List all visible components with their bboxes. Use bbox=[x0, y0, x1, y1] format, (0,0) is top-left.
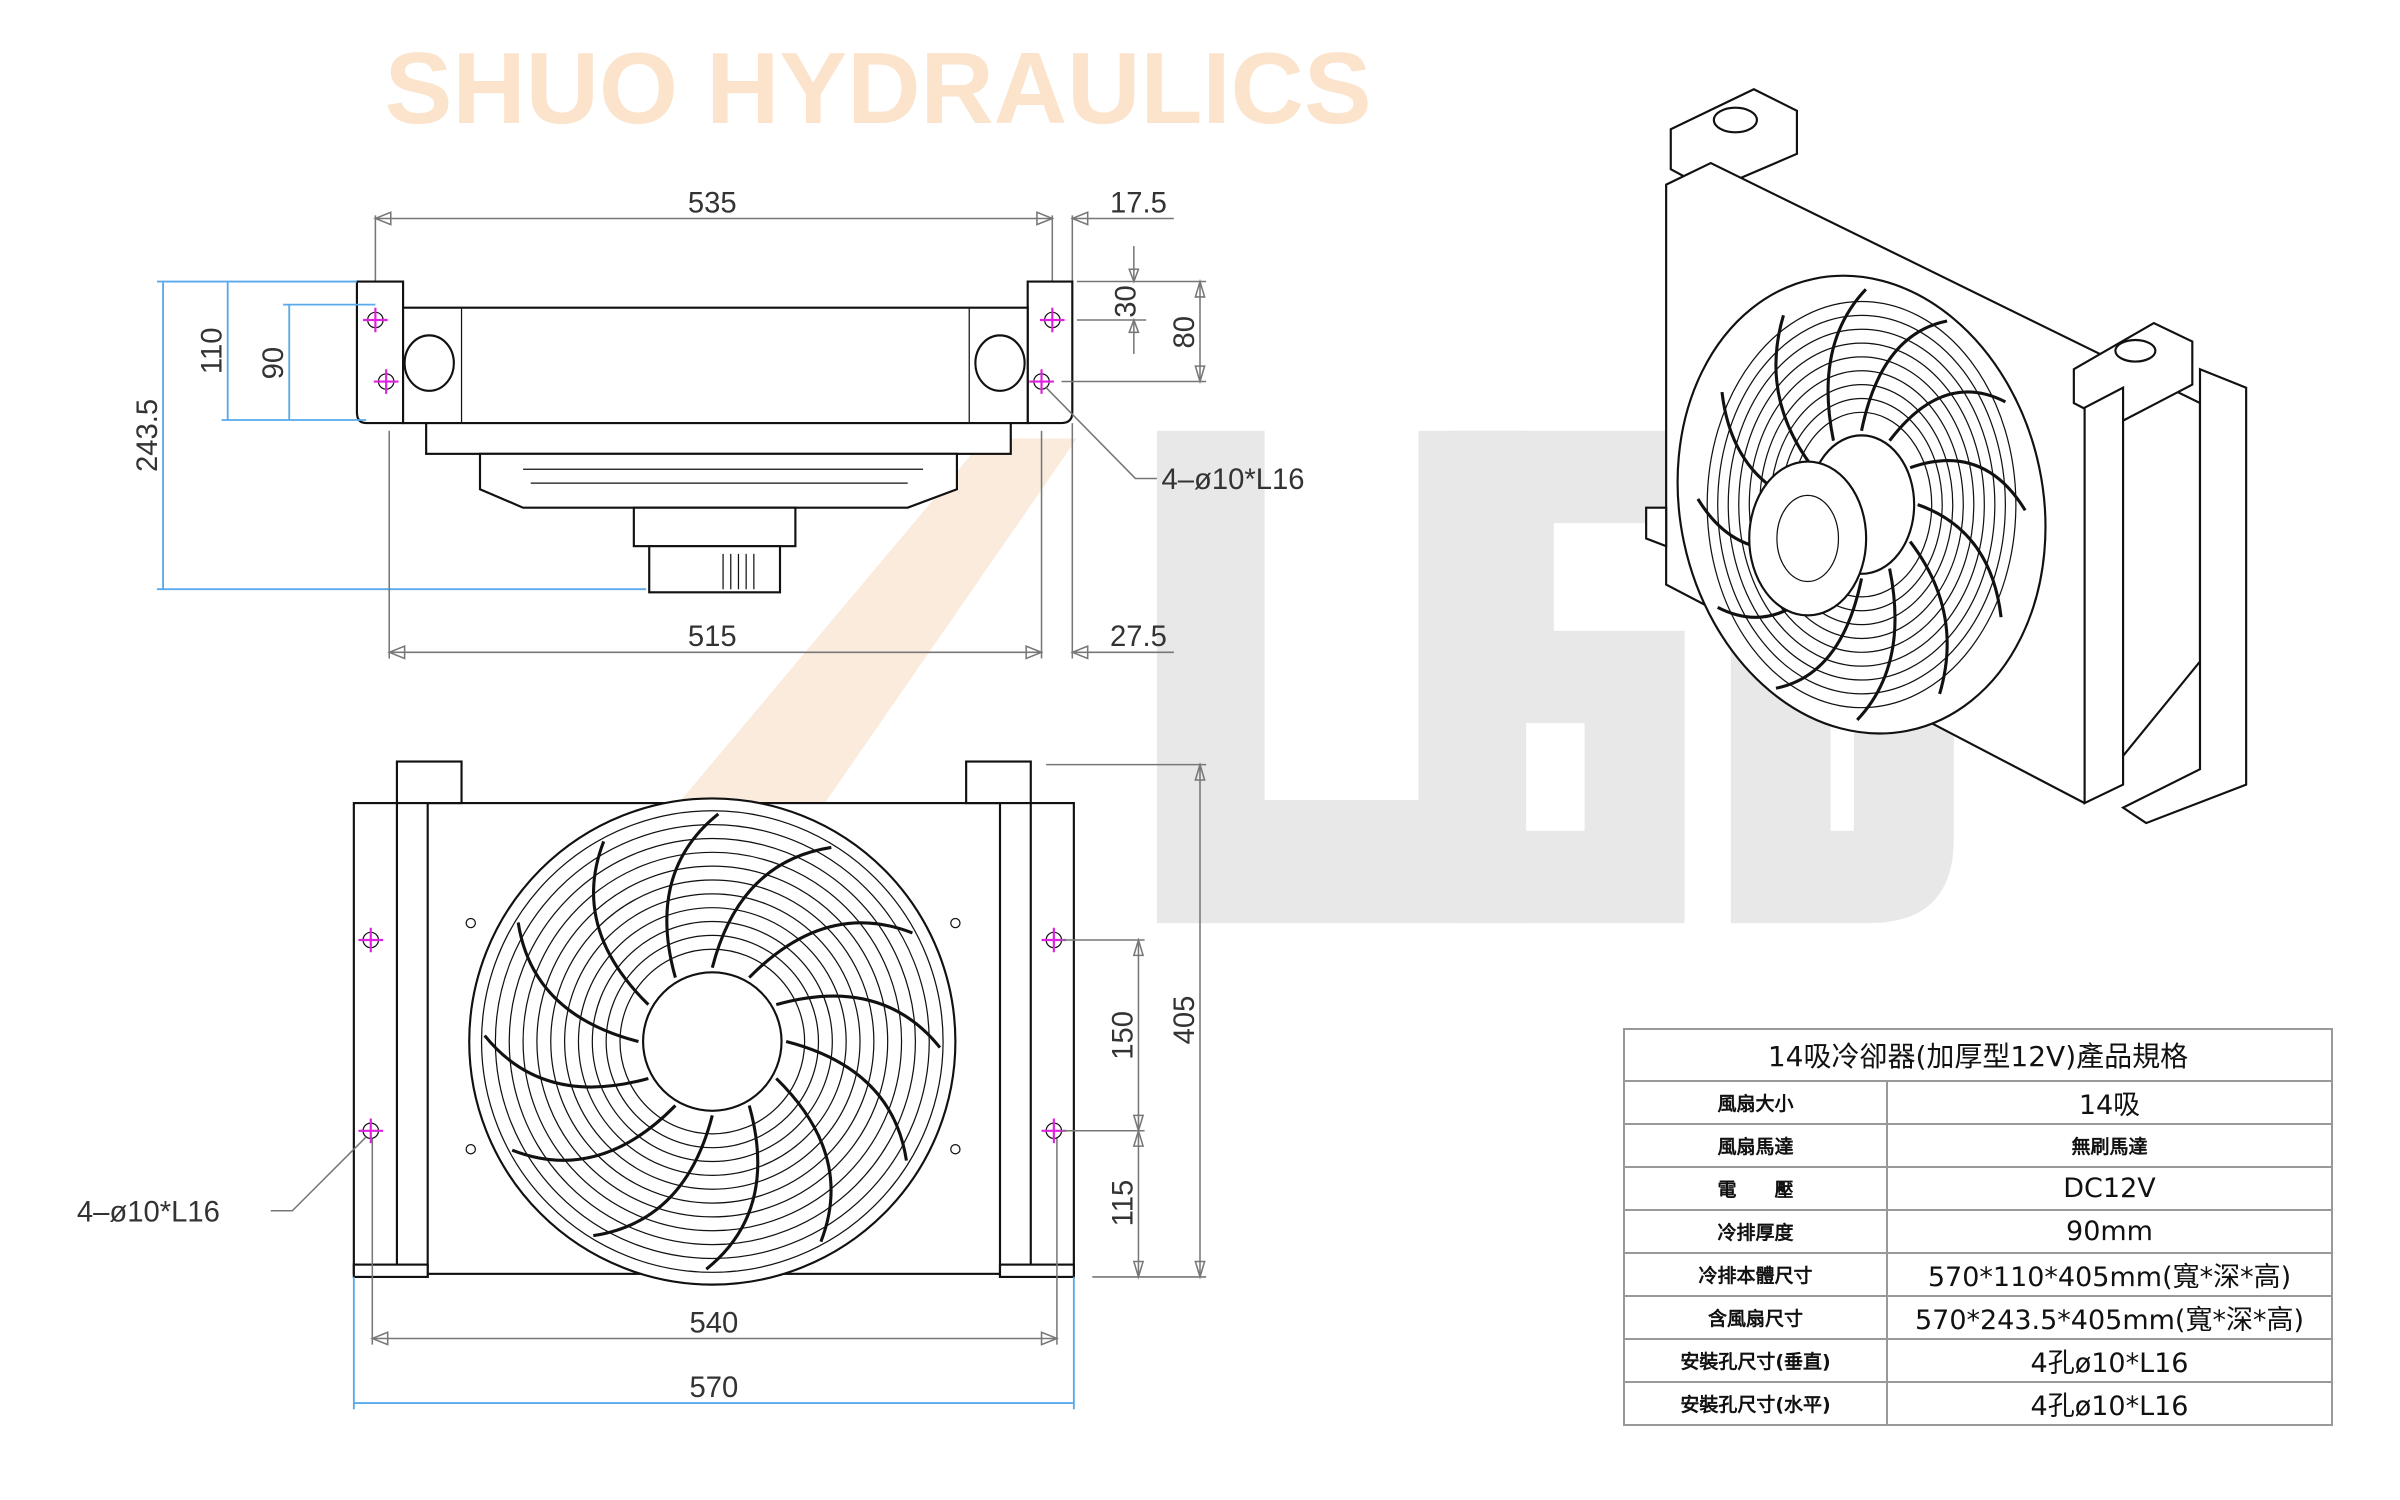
fan-spoke bbox=[1856, 568, 1897, 721]
row-label: 冷排本體尺寸 bbox=[1623, 1252, 1888, 1297]
guard-ring bbox=[508, 837, 917, 1246]
top-view: 535 17.5 30 80 243.5 110 90 515 27.5 bbox=[132, 187, 1305, 660]
port-right bbox=[974, 334, 1026, 392]
row-label: 風扇大小 bbox=[1623, 1080, 1888, 1125]
hole-callout-front: 4–ø10*L16 bbox=[77, 1197, 220, 1229]
row-value: 570*110*405mm(寬*深*高) bbox=[1886, 1252, 2333, 1297]
port-left bbox=[403, 334, 455, 392]
hole-callout-top: 4–ø10*L16 bbox=[1162, 464, 1305, 496]
fan-spoke bbox=[592, 840, 650, 1006]
fan-hub bbox=[642, 971, 783, 1112]
row-value: 4孔ø10*L16 bbox=[1886, 1381, 2333, 1426]
row-label: 冷排厚度 bbox=[1623, 1209, 1888, 1254]
fan-spoke bbox=[1860, 319, 1948, 432]
guard-ring bbox=[494, 824, 930, 1260]
dim-90: 90 bbox=[258, 347, 290, 380]
fan-spoke bbox=[1909, 459, 2027, 512]
fan-spoke bbox=[1908, 540, 1949, 695]
guard-ring bbox=[577, 907, 847, 1176]
fan-spoke bbox=[785, 1040, 908, 1161]
fan-spoke bbox=[516, 922, 639, 1044]
guard-ring bbox=[1706, 300, 2017, 709]
row-label: 安裝孔尺寸(水平) bbox=[1623, 1381, 1888, 1426]
dim-80: 80 bbox=[1169, 316, 1201, 349]
fan-spoke bbox=[483, 1034, 649, 1089]
dim-570: 570 bbox=[689, 1372, 738, 1404]
table-row: 風扇馬達無刷馬達 bbox=[1623, 1123, 2333, 1168]
row-label: 風扇馬達 bbox=[1623, 1123, 1888, 1168]
dim-17-5: 17.5 bbox=[1110, 187, 1167, 219]
fan-spoke bbox=[775, 994, 942, 1049]
guard-ring bbox=[1738, 342, 1985, 667]
fan-spoke bbox=[710, 845, 832, 969]
guard-ring bbox=[550, 879, 875, 1204]
dim-535: 535 bbox=[688, 187, 737, 219]
front-view: 405 150 115 540 570 4–ø10*L16 bbox=[77, 760, 1207, 1410]
watermark-company: SHUO HYDRAULICS bbox=[385, 31, 1372, 145]
guard-ring bbox=[1727, 328, 1996, 681]
fan-spoke bbox=[1775, 578, 1864, 690]
guard-ring bbox=[536, 865, 889, 1218]
fan-spoke bbox=[775, 1077, 833, 1243]
spec-table-title: 14吸冷卻器(加厚型12V)產品規格 bbox=[1623, 1028, 2333, 1082]
guard-ring bbox=[522, 851, 903, 1232]
guard-ring bbox=[619, 948, 806, 1135]
dim-110: 110 bbox=[197, 327, 229, 374]
fan-spoke bbox=[748, 921, 913, 979]
row-value: 14吸 bbox=[1886, 1080, 2333, 1125]
fan-spoke bbox=[1917, 503, 2003, 618]
fan-spoke bbox=[593, 1115, 714, 1238]
mount-holes-top bbox=[363, 307, 1065, 394]
row-label: 含風扇尺寸 bbox=[1623, 1295, 1888, 1340]
row-value: 90mm bbox=[1886, 1209, 2333, 1254]
table-row: 安裝孔尺寸(垂直)4孔ø10*L16 bbox=[1623, 1338, 2333, 1383]
dim-115: 115 bbox=[1107, 1180, 1139, 1227]
dim-405: 405 bbox=[1169, 996, 1201, 1045]
row-value: 4孔ø10*L16 bbox=[1886, 1338, 2333, 1383]
guard-ring bbox=[1717, 314, 2006, 695]
guard-ring bbox=[1748, 356, 1975, 653]
row-value: DC12V bbox=[1886, 1166, 2333, 1211]
guard-ring bbox=[564, 893, 861, 1190]
dim-540: 540 bbox=[689, 1307, 738, 1339]
fan-spoke bbox=[511, 1104, 677, 1162]
dim-243-5: 243.5 bbox=[132, 399, 164, 472]
fan-spoke bbox=[665, 812, 720, 979]
dim-30: 30 bbox=[1110, 285, 1142, 318]
row-label: 安裝孔尺寸(垂直) bbox=[1623, 1338, 1888, 1383]
dim-515: 515 bbox=[688, 621, 737, 653]
dim-150: 150 bbox=[1107, 1011, 1139, 1060]
fan-spoke bbox=[1888, 390, 2007, 442]
dim-27-5: 27.5 bbox=[1110, 621, 1167, 653]
fan-guard bbox=[468, 797, 957, 1286]
fan-spoke bbox=[705, 1105, 760, 1271]
iso-fan-hub bbox=[1748, 460, 1868, 617]
row-label: 電 壓 bbox=[1623, 1166, 1888, 1211]
guard-ring bbox=[605, 934, 820, 1149]
row-value: 570*243.5*405mm(寬*深*高) bbox=[1886, 1295, 2333, 1340]
fan-spoke bbox=[1826, 288, 1867, 441]
row-value: 無刷馬達 bbox=[1886, 1123, 2333, 1168]
fan-spoke bbox=[1774, 314, 1815, 469]
mount-holes-front bbox=[358, 917, 1067, 1155]
isometric-view bbox=[1645, 88, 2248, 825]
guard-ring bbox=[591, 920, 833, 1163]
table-row: 安裝孔尺寸(水平)4孔ø10*L16 bbox=[1623, 1381, 2333, 1426]
